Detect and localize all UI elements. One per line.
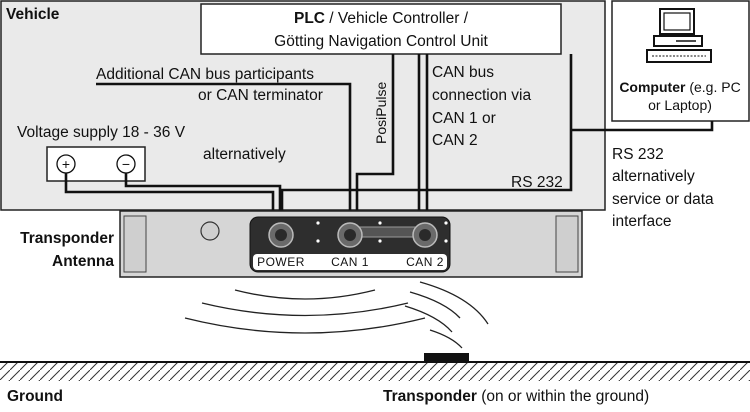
- transponder-device: [424, 353, 469, 362]
- signal-waves: [184, 281, 489, 349]
- rs232-side-label-2: alternatively: [612, 168, 695, 185]
- panel-dots: [316, 221, 448, 243]
- posipulse-label: PosiPulse: [373, 82, 389, 144]
- cables: [64, 54, 714, 226]
- ground-label: Ground: [7, 388, 63, 405]
- can2-connector-label: CAN 2: [406, 255, 444, 269]
- rs232-side-label-4: interface: [612, 213, 671, 230]
- plc-box: [200, 3, 562, 55]
- computer-icon: [646, 8, 712, 63]
- can-additional-cable: [96, 82, 352, 226]
- rs232-to-computer: [571, 121, 714, 132]
- connector-label-strip: [253, 254, 447, 270]
- power-cable-plus: [64, 173, 275, 226]
- can2-connector-icon: [412, 222, 438, 248]
- can-bus-label-4: CAN 2: [432, 132, 478, 149]
- additional-can-label: Additional CAN bus participants: [96, 66, 314, 83]
- can1-connector-label: CAN 1: [331, 255, 369, 269]
- voltage-label: Voltage supply 18 - 36 V: [17, 124, 186, 141]
- antenna-right-bracket: [555, 215, 579, 273]
- plc-title: PLC / Vehicle Controller /: [294, 10, 469, 27]
- posipulse-cable: [355, 54, 395, 226]
- power-cable-minus: [124, 173, 282, 226]
- power-connector-label: POWER: [257, 255, 305, 269]
- can-bus-label-1: CAN bus: [432, 64, 494, 81]
- vehicle-label: Vehicle: [6, 6, 60, 23]
- antenna-left-bracket: [123, 215, 147, 273]
- rs232-side-label-3: service or data: [612, 191, 714, 208]
- antenna-label-2: Antenna: [52, 253, 114, 270]
- plus-sign: +: [62, 156, 70, 172]
- transponder-label: Transponder (on or within the ground): [383, 388, 649, 405]
- antenna-label: Transponder: [20, 230, 114, 247]
- alternatively-label: alternatively: [203, 146, 286, 163]
- rs232-side-label-1: RS 232: [612, 146, 664, 163]
- computer-label-2: or Laptop): [648, 97, 712, 113]
- rs232-cable: [280, 54, 573, 226]
- minus-sign: −: [122, 156, 130, 172]
- plc-subtitle: Götting Navigation Control Unit: [274, 33, 488, 50]
- can-bus-label-2: connection via: [432, 87, 531, 104]
- computer-label: Computer (e.g. PC: [619, 79, 740, 95]
- additional-can-label-2: or CAN terminator: [198, 87, 323, 104]
- can1-connector-icon: [337, 222, 363, 248]
- power-connector-icon: [268, 222, 294, 248]
- ground-hatch: [0, 363, 750, 381]
- rs232-inside-label: RS 232: [511, 174, 563, 191]
- antenna-screw-icon: [200, 221, 220, 241]
- can-bus-label-3: CAN 1 or: [432, 110, 496, 127]
